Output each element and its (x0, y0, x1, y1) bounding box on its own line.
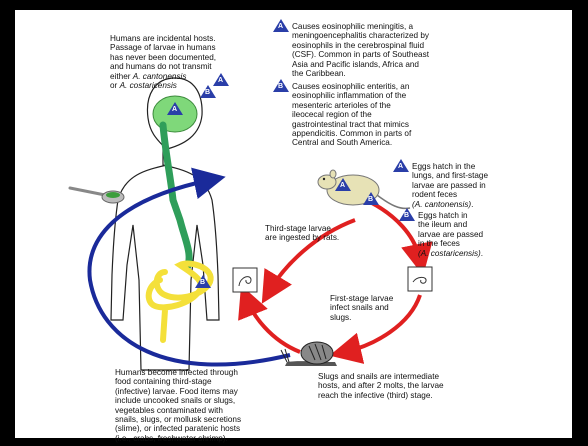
eggs-ileum-line: in the feces (418, 239, 483, 248)
note-b-line: gastrointestinal tract that mimics (292, 120, 411, 129)
rat-marker-a-label: A (340, 181, 345, 190)
slugs-line: Slugs and snails are intermediate (318, 372, 444, 381)
first-stage-line: slugs. (330, 313, 393, 322)
eggs-lungs-suffix: . (471, 200, 473, 209)
note-b-line: eosinophilic inflammation of the (292, 91, 411, 100)
arrow-rat-excretes (370, 202, 420, 260)
eggs-b-marker-label: B (404, 211, 409, 220)
humans-incidental-text: Humans are incidental hosts. Passage of … (110, 34, 216, 90)
note-a-text: Causes eosinophilic meningitis, a mening… (292, 22, 429, 78)
eggs-a-marker-label: A (398, 162, 403, 171)
note-b-marker-label: B (278, 82, 283, 91)
slugs-line: reach the infective (third) stage. (318, 391, 444, 400)
note-a-marker-label: A (278, 22, 283, 31)
humans-incidental-line-5: either A. cantonensis (110, 72, 216, 81)
gut-marker-label: B (200, 278, 205, 287)
humans-infected-line: (infective) larvae. Food items may (115, 387, 241, 396)
humans-incidental-line-1: Humans are incidental hosts. (110, 34, 216, 43)
humans-infected-line: (slime), or infected paratenic hosts (115, 424, 241, 433)
arrow-snail-to-larva (247, 300, 300, 352)
species-cantonensis: A. cantonensis (133, 72, 187, 81)
humans-infected-line: snails, slugs, or mollusk secretions (115, 415, 241, 424)
rat-marker-b-label: B (368, 195, 373, 204)
eggs-lungs-line: rodent feces (412, 190, 488, 199)
eggs-ileum-line: the ileum and (418, 220, 483, 229)
third-stage-line: are ingested by rats. (265, 233, 339, 242)
slugs-text: Slugs and snails are intermediate hosts,… (318, 372, 444, 400)
human-figure (111, 78, 219, 370)
brain-marker-label: A (172, 105, 177, 114)
eggs-ileum-text: Eggs hatch in the ileum and larvae are p… (418, 211, 483, 258)
note-b-line: ileocecal region of the (292, 110, 411, 119)
first-stage-line: First-stage larvae (330, 294, 393, 303)
eggs-ileum-line: Eggs hatch in (418, 211, 483, 220)
note-b-line: Central and South America. (292, 138, 411, 147)
humans-infected-line: (i.e., crabs, freshwater shrimp). (115, 434, 241, 443)
humans-incidental-line-3: has never been documented, (110, 53, 216, 62)
diagram-panel: A B A B A B A B A B Humans are incidenta… (15, 10, 572, 438)
humans-infected-line: food containing third-stage (115, 377, 241, 386)
intestine-icon (149, 264, 211, 340)
eggs-lungs-species-line: (A. cantonensis). (412, 200, 488, 209)
spoon-icon (70, 188, 124, 203)
note-a-line: Causes eosinophilic meningitis, a (292, 22, 429, 31)
species-costaricensis: (A. costaricensis) (418, 249, 481, 258)
eggs-ileum-line: larvae are passed (418, 230, 483, 239)
larva-stage-1-icon (408, 267, 432, 291)
note-a-line: eosinophils in the cerebrospinal fluid (292, 41, 429, 50)
eggs-ileum-suffix: . (481, 249, 483, 258)
humans-incidental-either: either (110, 72, 133, 81)
humans-incidental-line-4: and humans do not transmit (110, 62, 216, 71)
humans-infected-line: vegetables contaminated with (115, 406, 241, 415)
third-stage-text: Third-stage larvae are ingested by rats. (265, 224, 339, 243)
humans-incidental-line-6: or A. costaricensis (110, 81, 216, 90)
humans-incidental-or: or (110, 81, 120, 90)
note-b-text: Causes eosinophilic enteritis, an eosino… (292, 82, 411, 148)
note-a-line: the Caribbean. (292, 69, 429, 78)
third-stage-line: Third-stage larvae (265, 224, 339, 233)
note-a-line: meningoencephalitis characterized by (292, 31, 429, 40)
humans-marker-a-label: A (218, 76, 223, 85)
first-stage-line: infect snails and (330, 303, 393, 312)
eggs-lungs-line: lungs, and first-stage (412, 171, 488, 180)
note-b-line: mesenteric arterioles of the (292, 101, 411, 110)
larva-stage-3-icon (233, 268, 257, 292)
note-a-line: (CSF). Common in parts of Southeast (292, 50, 429, 59)
first-stage-text: First-stage larvae infect snails and slu… (330, 294, 393, 322)
note-a-line: Asia and Pacific islands, Africa and (292, 60, 429, 69)
eggs-lungs-line: Eggs hatch in the (412, 162, 488, 171)
humans-infected-line: include uncooked snails or slugs, (115, 396, 241, 405)
note-b-line: Causes eosinophilic enteritis, an (292, 82, 411, 91)
species-cantonensis: (A. cantonensis) (412, 200, 471, 209)
eggs-lungs-text: Eggs hatch in the lungs, and first-stage… (412, 162, 488, 209)
slugs-line: hosts, and after 2 molts, the larvae (318, 381, 444, 390)
humans-infected-text: Humans become infected through food cont… (115, 368, 241, 443)
eggs-lungs-line: larvae are passed in (412, 181, 488, 190)
humans-infected-line: Humans become infected through (115, 368, 241, 377)
rat-icon (318, 170, 410, 208)
humans-incidental-line-2: Passage of larvae in humans (110, 43, 216, 52)
note-b-line: appendicitis. Common in parts of (292, 129, 411, 138)
species-costaricensis: A. costaricensis (120, 81, 177, 90)
eggs-ileum-species-line: (A. costaricensis). (418, 249, 483, 258)
